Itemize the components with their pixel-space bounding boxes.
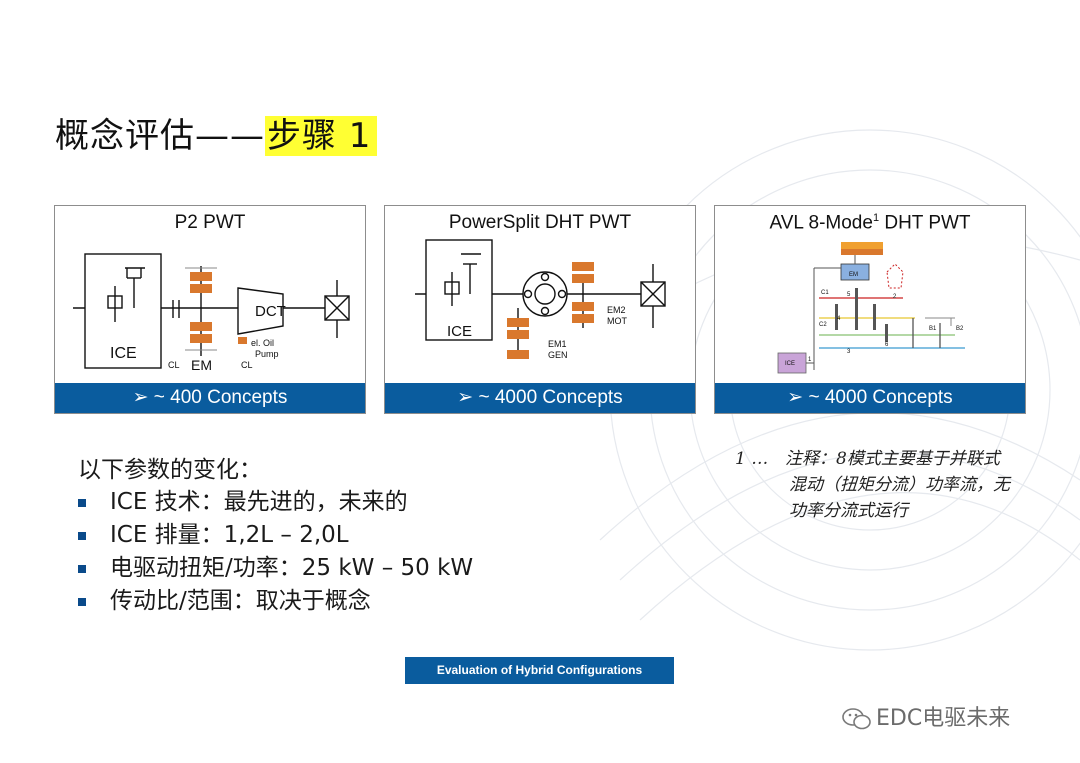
- bullet-icon: [78, 532, 86, 540]
- footnote-line-3: 功率分流式运行: [789, 501, 908, 521]
- concept-count-bar: ➢ ~ 4000 Concepts: [385, 383, 695, 413]
- parameter-list: 以下参数的变化： ICE 技术：最先进的，未来的 ICE 排量：1,2L – 2…: [78, 450, 473, 618]
- panel-title: AVL 8-Mode1 DHT PWT: [715, 212, 1025, 234]
- bullet-icon: [78, 598, 86, 606]
- p2-oil-label: el. Oil: [251, 338, 274, 348]
- avl-em-label: EM: [849, 272, 858, 278]
- list-item-text: 传动比/范围：取决于概念: [110, 588, 371, 614]
- powersplit-diagram: ICE EM1 GEN EM2 MOT: [415, 239, 666, 360]
- p2-ice-label: ICE: [110, 345, 137, 362]
- panel-title: PowerSplit DHT PWT: [448, 212, 632, 233]
- p2-diagram: ICE EM DCT CL CL el. Oil Pump: [73, 253, 350, 373]
- ps-em2-label: EM2: [607, 305, 626, 315]
- avl-ice-label: ICE: [785, 361, 795, 367]
- panel-p2-pwt: P2 PWT: [54, 205, 366, 414]
- p2-cl-label-1: CL: [168, 360, 180, 370]
- concept-count-bar: ➢ ~ 400 Concepts: [55, 383, 365, 413]
- footnote-marker: 1: [872, 212, 880, 224]
- avl-gear-1: 1: [808, 357, 812, 363]
- list-item-text: 电驱动扭矩/功率：25 kW – 50 kW: [110, 555, 474, 581]
- avl-gear-4: 4: [837, 316, 841, 322]
- footnote-number: 1 …: [735, 449, 769, 469]
- footnote-line-1: 注释：8模式主要基于并联式: [785, 449, 1000, 469]
- footnote: 1 … 注释：8模式主要基于并联式 混动（扭矩分流）功率流，无 功率分流式运行: [735, 446, 1065, 524]
- ps-mot-label: MOT: [607, 316, 627, 326]
- avl-c2-label: C2: [819, 322, 827, 328]
- watermark: EDC电驱未来: [842, 700, 1010, 732]
- slide-title: 概念评估——步骤 1: [55, 108, 378, 157]
- p2-pump-label: Pump: [255, 349, 279, 359]
- footnote-line-2: 混动（扭矩分流）功率流，无: [789, 475, 1010, 495]
- avl-gear-3: 3: [847, 349, 851, 355]
- bullet-icon: [78, 499, 86, 507]
- wechat-icon: [842, 708, 871, 730]
- ps-gen-label: GEN: [548, 350, 568, 360]
- list-item: 电驱动扭矩/功率：25 kW – 50 kW: [78, 552, 473, 585]
- avl-gear-2: 2: [893, 294, 897, 300]
- avl-gear-6: 6: [885, 342, 889, 348]
- p2-cl-label-2: CL: [241, 360, 253, 370]
- list-item: ICE 排量：1,2L – 2,0L: [78, 519, 473, 552]
- ps-em1-label: EM1: [548, 339, 567, 349]
- list-item: ICE 技术：最先进的，未来的: [78, 486, 473, 519]
- list-item: 传动比/范围：取决于概念: [78, 585, 473, 618]
- panel-title-tail: DHT PWT: [879, 212, 971, 234]
- footer-label: Evaluation of Hybrid Configurations: [405, 657, 674, 684]
- title-highlight: 步骤 1: [265, 116, 378, 156]
- p2-dct-label: DCT: [255, 303, 286, 320]
- list-item-text: ICE 技术：最先进的，未来的: [110, 489, 408, 515]
- avl-b2-label: B2: [956, 326, 964, 332]
- title-prefix: 概念评估——: [55, 116, 265, 156]
- avl-b1-label: B1: [929, 326, 937, 332]
- panel-powersplit-dht-pwt: PowerSplit DHT PWT: [384, 205, 696, 414]
- panel-avl-8-mode-dht-pwt: AVL 8-Mode1 DHT PWT: [714, 205, 1026, 414]
- bullet-icon: [78, 565, 86, 573]
- panel-title: P2 PWT: [174, 212, 246, 233]
- p2-em-label: EM: [191, 357, 212, 373]
- avl-gear-5: 5: [847, 292, 851, 298]
- avl-c1-label: C1: [821, 290, 829, 296]
- panel-title-main: AVL 8-Mode: [769, 212, 873, 234]
- watermark-text: EDC电驱未来: [876, 706, 1011, 731]
- avl-8-mode-diagram: C1 C2 B1 B2 ICE EM 1 2 3 4 5 6: [777, 242, 965, 374]
- ps-ice-label: ICE: [447, 323, 472, 340]
- concept-count-bar: ➢ ~ 4000 Concepts: [715, 383, 1025, 413]
- list-item-text: ICE 排量：1,2L – 2,0L: [110, 522, 349, 548]
- parameter-heading: 以下参数的变化：: [78, 457, 262, 483]
